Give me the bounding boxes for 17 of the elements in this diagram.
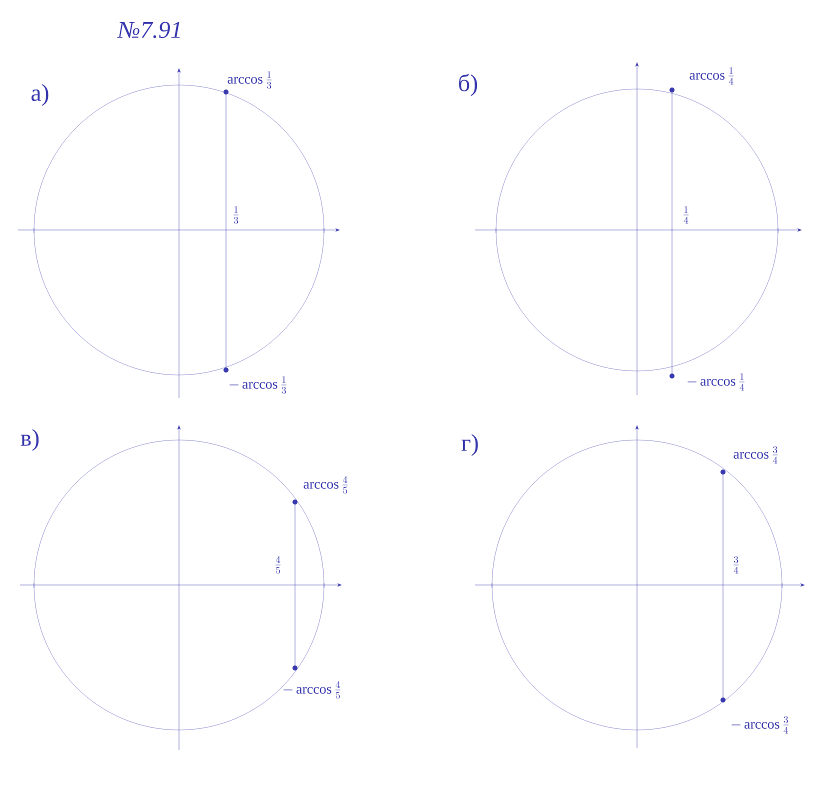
angle-label: $-\arccos\frac{1}{3}$: [230, 376, 286, 394]
panel-letter: г): [462, 434, 478, 456]
angle-label: $-\arccos\frac{3}{4}$: [732, 716, 788, 734]
panel-letter: а): [32, 84, 48, 106]
angle-label: $\arccos\frac{4}{5}$: [304, 476, 348, 494]
panel-letter: в): [20, 429, 39, 451]
angle-label: $-\arccos\frac{1}{4}$: [688, 373, 744, 391]
value-label: $\frac{3}{4}$: [734, 556, 738, 574]
value-label: $\frac{1}{3}$: [234, 206, 238, 224]
panel-letter: б): [459, 74, 478, 96]
angle-label: $\arccos\frac{1}{4}$: [690, 67, 734, 85]
value-label: $\frac{4}{5}$: [276, 556, 280, 574]
angle-label: $-\arccos\frac{4}{5}$: [284, 681, 340, 699]
value-label: $\frac{1}{4}$: [684, 206, 688, 224]
title: №7.91: [117, 22, 180, 38]
angle-label: $\arccos\frac{3}{4}$: [734, 446, 778, 464]
angle-label: $\arccos\frac{1}{3}$: [228, 71, 272, 89]
